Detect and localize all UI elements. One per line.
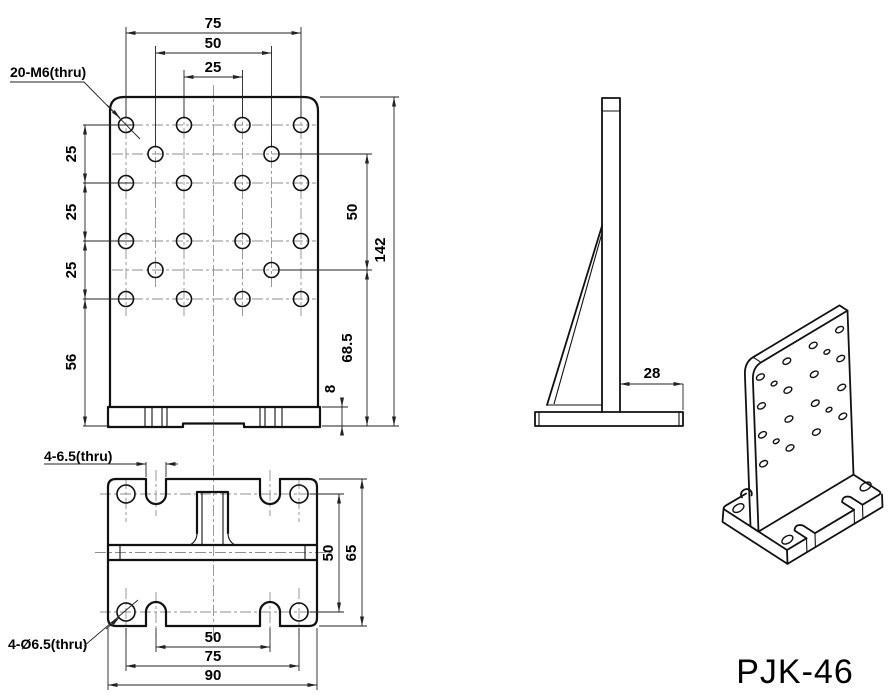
bottom-right-dims: 50 65 bbox=[310, 478, 367, 627]
dim-50-bv-right: 50 bbox=[320, 545, 337, 562]
dim-50-right: 50 bbox=[344, 204, 361, 221]
side-depth-dim: 28 bbox=[620, 365, 684, 410]
front-base-outline bbox=[106, 405, 322, 429]
iso-base-sides bbox=[721, 493, 884, 565]
dim-142-right: 142 bbox=[372, 237, 389, 262]
bottom-plate-outline bbox=[106, 477, 319, 628]
front-left-dims: 25 25 25 56 bbox=[63, 124, 133, 427]
side-plate-outline bbox=[601, 97, 621, 413]
bottom-gusset-rib bbox=[189, 490, 236, 546]
bottom-corner-holes bbox=[116, 484, 309, 622]
slot-callout-text: 4-6.5(thru) bbox=[44, 448, 112, 464]
thread-callout-text: 20-M6(thru) bbox=[10, 64, 86, 80]
thread-callout: 20-M6(thru) bbox=[10, 64, 141, 140]
front-top-dims: 75 50 25 bbox=[125, 15, 302, 146]
iso-base-slots bbox=[740, 488, 864, 553]
front-hole-grid bbox=[117, 116, 310, 308]
dim-8-right: 8 bbox=[322, 385, 339, 393]
side-gusset bbox=[546, 225, 603, 406]
dim-50-bv-bottom: 50 bbox=[205, 629, 222, 646]
slot-callout: 4-6.5(thru) bbox=[44, 448, 178, 477]
iso-plate-front-face bbox=[751, 309, 855, 533]
corner-hole-callout-text: 4-Ø6.5(thru) bbox=[8, 636, 87, 652]
front-view: 75 50 25 25 25 25 56 bbox=[10, 15, 399, 638]
part-number: PJK-46 bbox=[736, 653, 854, 691]
dim-25-left-1: 25 bbox=[63, 146, 80, 163]
front-base-slot-lines bbox=[144, 407, 283, 427]
bottom-bottom-dims: 50 75 90 bbox=[107, 628, 318, 690]
dim-25-top: 25 bbox=[205, 59, 222, 76]
dim-90-bv-bottom: 90 bbox=[205, 667, 222, 684]
bottom-view: 50 65 50 75 90 4-6.5(thru) 4 bbox=[8, 448, 367, 690]
side-base-outline bbox=[534, 411, 684, 427]
dim-28: 28 bbox=[644, 365, 661, 382]
dim-75-bv-bottom: 75 bbox=[205, 648, 222, 665]
iso-plate-holes bbox=[755, 325, 848, 468]
dim-65-bv-right: 65 bbox=[343, 545, 360, 562]
bottom-plate-band bbox=[106, 543, 319, 562]
dim-25-left-3: 25 bbox=[63, 262, 80, 279]
iso-base-top bbox=[722, 473, 882, 551]
dim-50-top: 50 bbox=[205, 35, 222, 52]
side-view: 28 bbox=[534, 97, 684, 427]
bottom-slots bbox=[144, 477, 282, 628]
front-plate-outline bbox=[108, 95, 320, 409]
front-right-dims: 50 142 68.5 8 bbox=[279, 96, 399, 436]
dim-25-left-2: 25 bbox=[63, 204, 80, 221]
dim-68-5-right: 68.5 bbox=[339, 333, 356, 362]
dim-56-left: 56 bbox=[63, 354, 80, 371]
iso-base-holes bbox=[732, 481, 872, 545]
front-view-centerlines bbox=[112, 85, 316, 638]
isometric-view bbox=[721, 304, 884, 565]
dim-75-top: 75 bbox=[205, 15, 222, 32]
iso-plate-edges bbox=[743, 304, 849, 533]
corner-hole-callout: 4-Ø6.5(thru) bbox=[8, 599, 139, 652]
